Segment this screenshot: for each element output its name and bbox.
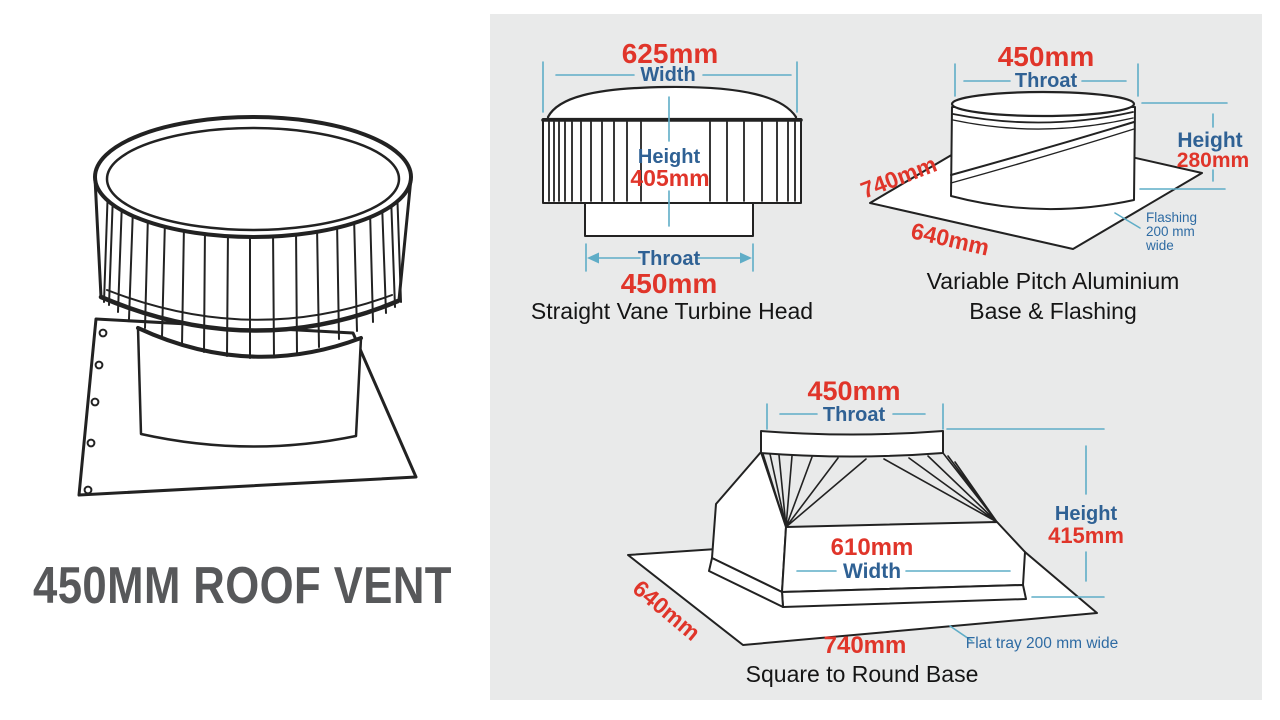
base-flashing-dimension-lines	[954, 63, 1228, 229]
base-height-label: Height	[1177, 129, 1242, 152]
vent-top-rim	[93, 115, 413, 239]
square-to-round-caption: Square to Round Base	[745, 661, 979, 687]
sqround-edge-bottom-value: 740mm	[824, 632, 907, 659]
turbine-height-label: Height	[638, 146, 701, 168]
base-throat-label: Throat	[1015, 70, 1078, 92]
base-flashing-caption-line2: Base & Flashing	[969, 297, 1137, 324]
fan-lines-left	[762, 453, 867, 528]
base-height-value: 280mm	[1177, 149, 1249, 172]
turbine-width-value: 625mm	[622, 38, 719, 69]
turbine-dome	[546, 85, 798, 121]
base-flashing-diagram: 450mm Throat 740mm 640mm Height 280mm Fl…	[857, 41, 1249, 261]
turbine-head-diagram: 625mm Width Height 405mm Throat 450mm	[541, 38, 803, 299]
flashing-note: Flashing 200 mm wide	[1145, 210, 1197, 253]
fan-lines-right	[883, 452, 998, 523]
square-to-round-diagram: 450mm Throat Height 415mm 610mm Width 64…	[627, 376, 1124, 659]
base-flashing-caption-line1: Variable Pitch Aluminium	[926, 268, 1180, 294]
turbine-dimension-lines	[542, 61, 798, 272]
turbine-vanes	[548, 121, 796, 202]
base-throat-value: 450mm	[998, 41, 1095, 72]
base-flashing-caption: Variable Pitch Aluminium Base & Flashing	[873, 267, 1233, 326]
square-round-dimension-lines	[766, 403, 1105, 642]
round-collar	[760, 430, 944, 458]
vent-vanes	[103, 185, 402, 359]
turbine-throat-label: Throat	[638, 248, 701, 270]
page-title: 450MM ROOF VENT	[33, 557, 452, 615]
turbine-body	[542, 118, 802, 204]
flashing-note-line2: 200 mm	[1146, 224, 1195, 239]
turbine-head-caption: Straight Vane Turbine Head	[530, 298, 814, 324]
turbine-width-label: Width	[640, 64, 695, 86]
cylinder-top	[950, 90, 1136, 118]
sqround-width-value: 610mm	[831, 534, 914, 561]
turbine-height-value: 405mm	[630, 165, 709, 191]
rivet-holes	[83, 328, 108, 495]
turbine-throat-value: 450mm	[621, 268, 718, 299]
sqround-width-label: Width	[843, 560, 901, 583]
sqround-throat-label: Throat	[823, 404, 886, 426]
base-cylinder	[950, 106, 1136, 211]
skirt-left	[708, 557, 784, 608]
flashing-note-line1: Flashing	[1146, 210, 1197, 225]
roof-vent-illustration	[77, 115, 418, 497]
sqround-throat-value: 450mm	[807, 376, 900, 406]
transition-front-face	[781, 521, 1026, 593]
flashing-note-line3: wide	[1145, 238, 1174, 253]
flat-tray-note: Flat tray 200 mm wide	[966, 635, 1118, 652]
sqround-height-value: 415mm	[1048, 523, 1124, 548]
sqround-height-label: Height	[1055, 503, 1118, 525]
